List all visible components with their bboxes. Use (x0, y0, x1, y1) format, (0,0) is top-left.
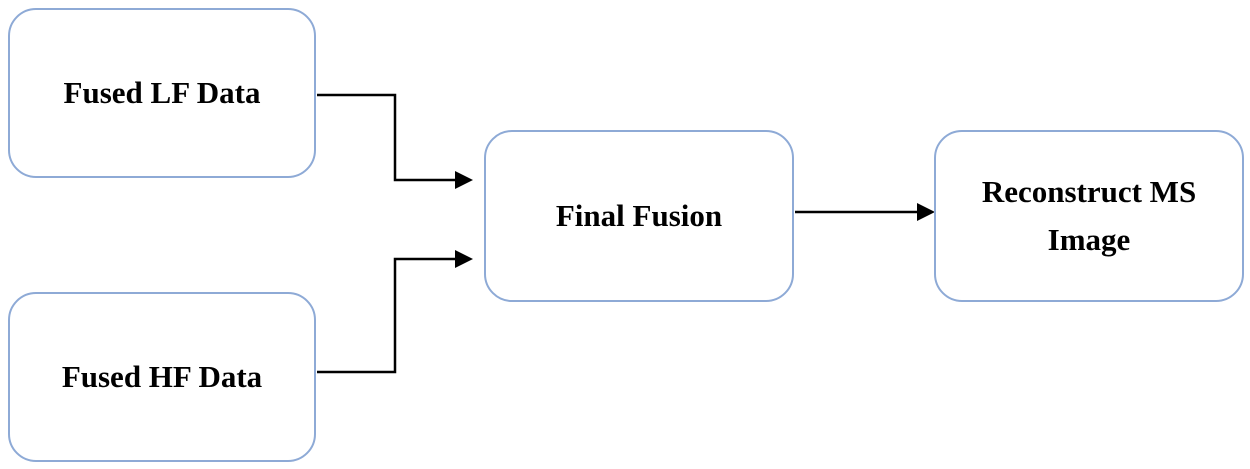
edge-final-to-reconstruct-arrowhead (917, 203, 935, 221)
edge-hf-to-final (317, 257, 456, 374)
node-fused-hf-data-label: Fused HF Data (61, 359, 263, 394)
node-final-fusion-label: Final Fusion (555, 198, 723, 233)
node-reconstruct-ms-image: Reconstruct MS Image (934, 130, 1244, 302)
edge-hf-to-final-arrowhead (455, 250, 473, 268)
node-fused-hf-data: Fused HF Data (8, 292, 316, 462)
edge-lf-to-final (317, 93, 456, 182)
edge-lf-to-final-arrowhead (455, 171, 473, 189)
node-fused-lf-data-label: Fused LF Data (63, 75, 261, 110)
node-final-fusion: Final Fusion (484, 130, 794, 302)
node-fused-lf-data: Fused LF Data (8, 8, 316, 178)
node-reconstruct-ms-image-label: Reconstruct MS Image (981, 174, 1197, 257)
